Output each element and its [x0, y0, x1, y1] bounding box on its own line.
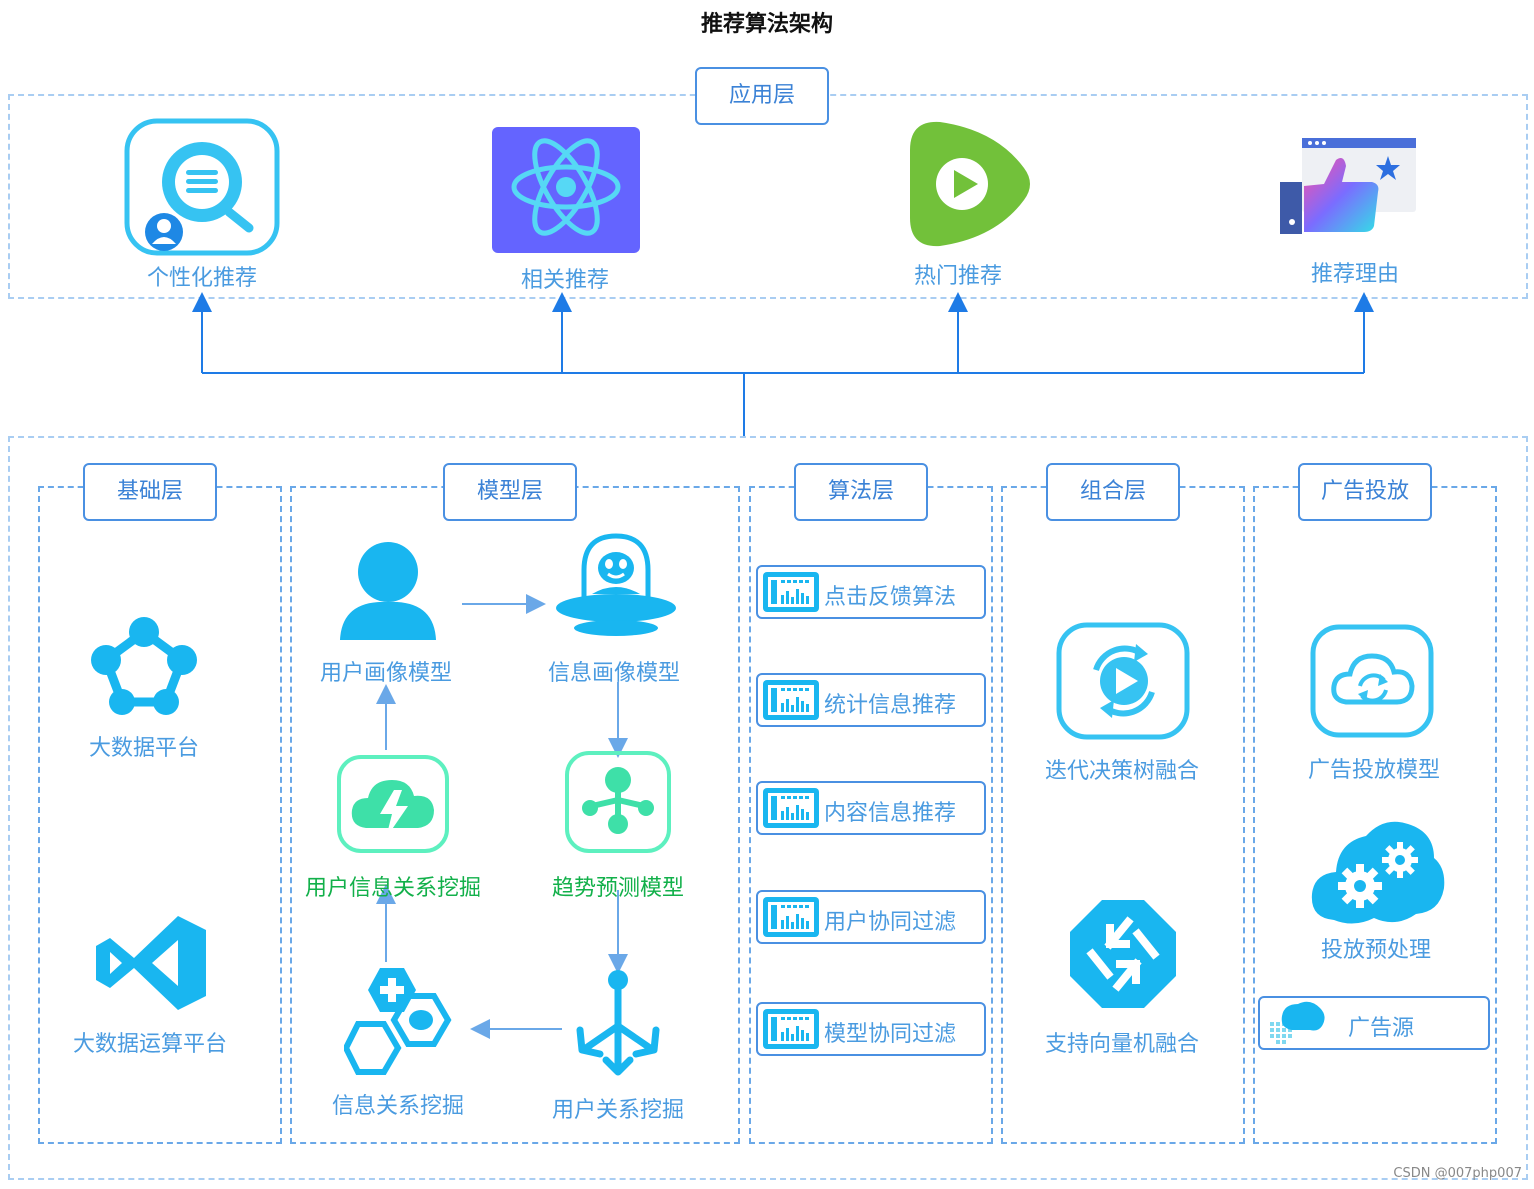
algo-item-label: 模型协同过滤	[824, 1022, 957, 1047]
dashboard-icon	[762, 1008, 820, 1050]
thumbs-up-icon	[1280, 136, 1420, 236]
react-atom-icon	[492, 127, 640, 253]
algo-item: 点击反馈算法	[756, 565, 986, 619]
base-item-label: 大数据运算平台	[72, 1032, 227, 1057]
page-title: 推荐算法架构	[700, 12, 833, 37]
app-item-label: 推荐理由	[1310, 262, 1399, 287]
split-arrows-icon	[574, 966, 662, 1078]
model-item-label: 信息关系挖掘	[331, 1094, 464, 1119]
app-item-label: 热门推荐	[913, 264, 1002, 289]
cloud-bolt-icon	[336, 754, 450, 854]
dashboard-icon	[762, 679, 820, 721]
visual-studio-icon	[94, 916, 208, 1010]
cloud-sync-icon	[1310, 624, 1434, 738]
dashboard-icon	[762, 571, 820, 613]
app-item-label: 相关推荐	[520, 268, 609, 293]
ad-layer-tag: 广告投放	[1298, 463, 1432, 521]
combo-layer-tag: 组合层	[1046, 463, 1180, 521]
model-item-label: 用户信息关系挖掘	[304, 876, 481, 901]
user-icon	[338, 540, 438, 642]
cloud-source-icon	[1266, 998, 1326, 1050]
ad-source-box: 广告源	[1258, 996, 1490, 1050]
dashboard-icon	[762, 787, 820, 829]
chat-search-icon	[124, 118, 282, 256]
model-item-label: 趋势预测模型	[551, 876, 684, 901]
model-item-label: 用户画像模型	[319, 661, 452, 686]
ufo-alien-icon	[554, 532, 678, 642]
base-item-label: 大数据平台	[88, 736, 199, 761]
base-layer-tag: 基础层	[83, 463, 217, 521]
ad-item-label: 广告投放模型	[1307, 758, 1440, 783]
algo-layer-tag: 算法层	[794, 463, 928, 521]
combo-item-label: 支持向量机融合	[1044, 1032, 1199, 1057]
tree-nodes-icon	[564, 750, 672, 854]
ad-item-label: 投放预处理	[1320, 938, 1431, 963]
algo-item: 内容信息推荐	[756, 781, 986, 835]
dashboard-icon	[762, 896, 820, 938]
model-flow-arrows	[290, 486, 740, 1144]
model-layer-tag: 模型层	[443, 463, 577, 521]
algo-item-label: 用户协同过滤	[824, 910, 957, 935]
app-layer-tag: 应用层	[695, 67, 829, 125]
cloud-gears-icon	[1308, 816, 1446, 928]
algo-item: 统计信息推荐	[756, 673, 986, 727]
algo-item: 模型协同过滤	[756, 1002, 986, 1056]
model-item-label: 用户关系挖掘	[551, 1098, 684, 1123]
network-nodes-icon	[86, 616, 202, 716]
refresh-play-icon	[1056, 622, 1190, 740]
algo-item-label: 内容信息推荐	[824, 801, 957, 826]
ad-source-label: 广告源	[1348, 1016, 1415, 1041]
watermark: CSDN @007php007	[1393, 1166, 1522, 1181]
algo-item: 用户协同过滤	[756, 890, 986, 944]
connector-lines	[0, 0, 1534, 460]
model-item-label: 信息画像模型	[547, 661, 680, 686]
app-item-label: 个性化推荐	[146, 266, 257, 291]
play-button-icon	[896, 116, 1032, 252]
algo-item-label: 统计信息推荐	[824, 693, 957, 718]
lower-layers-frame	[8, 436, 1528, 1180]
router-arrows-icon	[1068, 898, 1178, 1010]
combo-item-label: 迭代决策树融合	[1044, 759, 1199, 784]
hexagon-cluster-icon	[344, 966, 454, 1076]
algo-item-label: 点击反馈算法	[824, 585, 957, 610]
